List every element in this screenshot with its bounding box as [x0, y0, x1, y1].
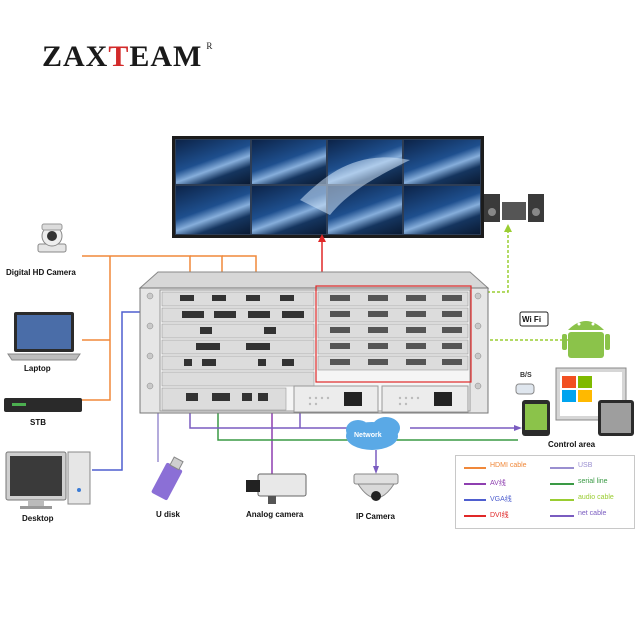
- speakers-icon: [484, 194, 544, 222]
- legend-swatch-usb: [550, 467, 574, 469]
- legend-swatch-hdmi: [464, 467, 486, 469]
- legend-serial: serial line: [578, 478, 608, 485]
- legend-swatch-vga: [464, 499, 486, 501]
- legend-swatch-audio: [550, 499, 574, 501]
- legend-audio: audio cable: [578, 494, 614, 501]
- legend-usb: USB: [578, 462, 592, 469]
- hdmi-line-stb: [82, 256, 110, 400]
- android-icon: [562, 321, 610, 358]
- stb-icon: [4, 398, 82, 412]
- arrow-up-icon: [504, 224, 512, 232]
- legend-swatch-av: [464, 483, 486, 485]
- control-area-label: Control area: [548, 440, 595, 449]
- legend-swatch-serial: [550, 483, 574, 485]
- laptop-icon: [8, 312, 80, 360]
- control-area-icon: [516, 368, 634, 436]
- arrow-right-icon: [514, 425, 522, 431]
- udisk-label: U disk: [156, 510, 180, 519]
- wall-splash: [300, 157, 410, 215]
- network-label: Network: [354, 432, 382, 439]
- analog-camera-icon: [246, 474, 306, 504]
- hd-camera-icon: [38, 224, 66, 252]
- udisk-icon: [151, 455, 187, 501]
- legend-hdmi: HDMI cable: [490, 462, 527, 469]
- laptop-label: Laptop: [24, 364, 51, 373]
- stb-label: STB: [30, 418, 46, 427]
- analog-camera-label: Analog camera: [246, 510, 303, 519]
- camera-label: Digital HD Camera: [6, 268, 76, 277]
- desktop-label: Desktop: [22, 514, 54, 523]
- desktop-icon: [6, 452, 90, 509]
- matrix-chassis: [140, 272, 488, 413]
- legend-net: net cable: [578, 510, 606, 517]
- bs-label: B/S: [520, 372, 532, 379]
- legend-dvi: DVI线: [490, 510, 509, 520]
- wifi-label: Wi Fi: [522, 315, 541, 324]
- legend-swatch-dvi: [464, 515, 486, 517]
- ip-camera-label: IP Camera: [356, 512, 395, 521]
- arrow-up-icon: [318, 234, 326, 242]
- legend-vga: VGA线: [490, 494, 512, 504]
- cable-legend: HDMI cable USB AV线 serial line VGA线 audi…: [455, 455, 635, 529]
- legend-av: AV线: [490, 478, 506, 488]
- arrow-down-icon: [373, 466, 379, 474]
- ip-camera-icon: [354, 474, 398, 501]
- legend-swatch-net: [550, 515, 574, 517]
